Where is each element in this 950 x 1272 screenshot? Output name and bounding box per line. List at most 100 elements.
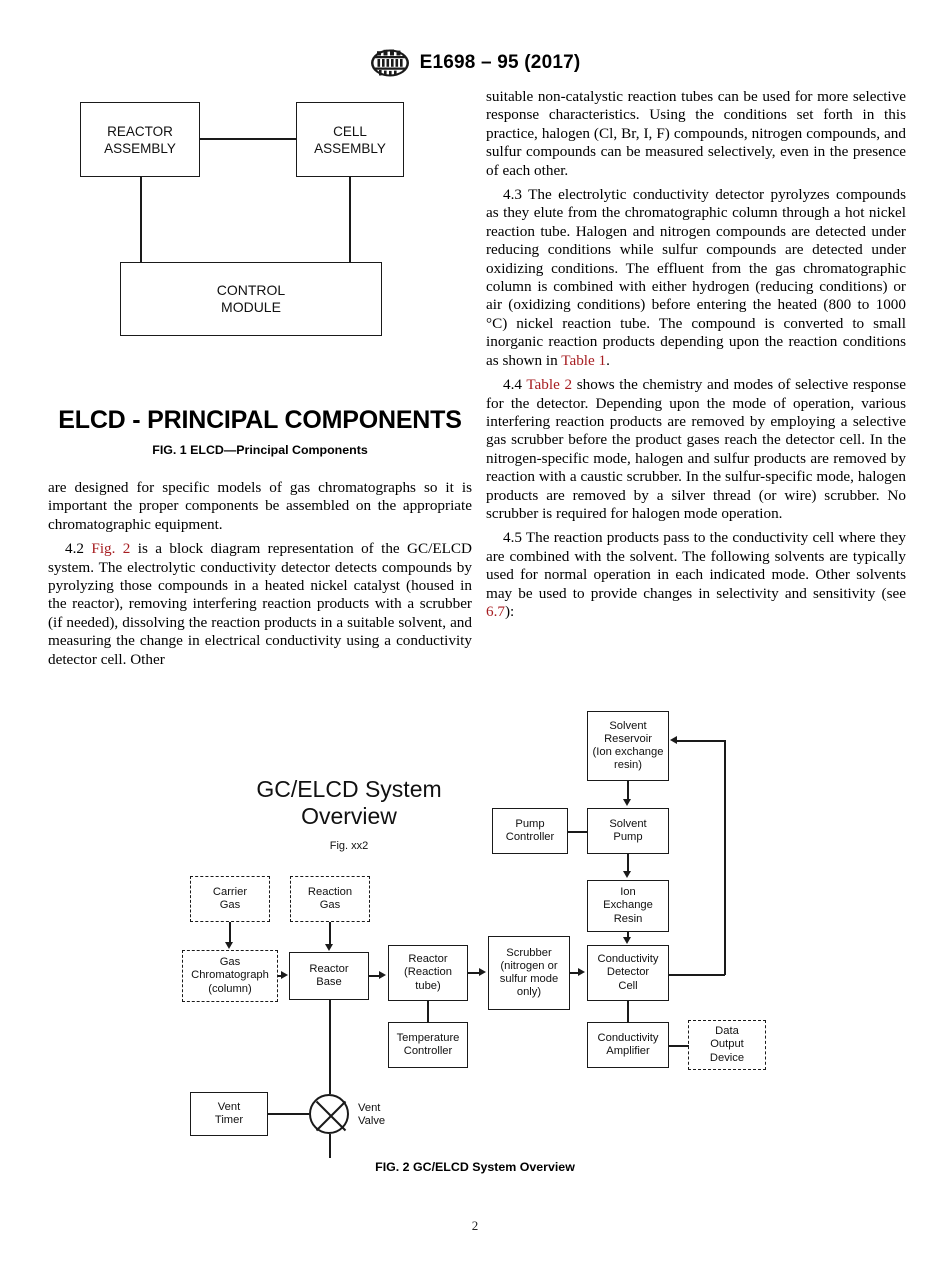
fig1-connector-reactor-to-control — [140, 177, 142, 262]
vent-valve-x-icon — [315, 1100, 347, 1132]
fig2-arrow-gc-to-reactor-base — [281, 971, 288, 979]
vent-valve-icon — [309, 1094, 349, 1134]
fig2-data-output-device-label: Data Output Device — [709, 1025, 745, 1064]
fig2-conn-pump-to-resin — [627, 854, 629, 872]
fig2-arrow-reaction-gas-to-reactor-base — [325, 944, 333, 951]
body-text-run: ): — [504, 602, 515, 620]
fig2-box-solvent-reservoir: Solvent Reservoir (Ion exchange resin) — [587, 711, 669, 781]
fig1-box-cell-assembly: CELL ASSEMBLY — [296, 102, 404, 177]
fig2-conn-amplifier-to-output — [669, 1045, 689, 1047]
fig2-conn-recycle-to-reservoir — [676, 740, 725, 742]
fig2-reactor-tube-label: Reactor (Reaction tube) — [404, 953, 452, 992]
body-text-run: 4.4 — [503, 376, 527, 394]
fig1-box-control-module: CONTROL MODULE — [120, 262, 382, 336]
page-header: E1698 – 95 (2017) — [0, 48, 950, 78]
fig1-connector-cell-to-control — [349, 177, 351, 262]
fig2-arrow-carrier-to-gc — [225, 942, 233, 949]
fig2-conn-cell-recycle-horizontal — [669, 974, 725, 976]
cross-reference-link[interactable]: Fig. 2 — [91, 540, 131, 558]
cross-reference-link[interactable]: Table 2 — [526, 376, 573, 394]
fig2-box-reactor-tube: Reactor (Reaction tube) — [388, 945, 468, 1001]
paragraph-4-4: 4.4 Table 2 shows the chemistry and mode… — [486, 376, 906, 523]
fig2-solvent-pump-label: Solvent Pump — [609, 817, 647, 843]
fig2-box-conductivity-detector-cell: Conductivity Detector Cell — [587, 945, 669, 1001]
fig2-conn-reservoir-to-pump — [627, 781, 629, 800]
fig2-box-pump-controller: Pump Controller — [492, 808, 568, 854]
paragraph-4-5: 4.5 The reaction products pass to the co… — [486, 529, 906, 621]
fig2-carrier-gas-label: Carrier Gas — [212, 885, 248, 911]
fig2-conn-scrubber-to-cell — [570, 972, 581, 974]
body-text-run: 4.3 The electrolytic conductivity detect… — [486, 186, 906, 369]
fig2-arrow-scrubber-to-cell — [578, 968, 585, 976]
body-text-run: . — [606, 351, 610, 369]
fig2-box-ion-exchange-resin: Ion Exchange Resin — [587, 880, 669, 932]
figure-1-title: ELCD - PRINCIPAL COMPONENTS — [58, 406, 462, 434]
left-column: REACTOR ASSEMBLY CELL ASSEMBLY CONTROL M… — [48, 88, 472, 675]
fig2-gas-chromatograph-label: Gas Chromatograph (column) — [191, 956, 269, 995]
fig2-arrow-recycle-to-reservoir — [670, 736, 677, 744]
body-text-run: is a block diagram representation of the… — [48, 540, 473, 668]
fig2-arrow-reactor-base-to-tube — [379, 971, 386, 979]
fig2-solvent-reservoir-label: Solvent Reservoir (Ion exchange resin) — [592, 719, 664, 772]
fig2-pump-controller-label: Pump Controller — [505, 817, 555, 843]
fig2-arrow-reservoir-to-pump — [623, 799, 631, 806]
body-text-run: 4.5 The reaction products pass to the co… — [486, 529, 906, 602]
fig2-box-vent-timer: Vent Timer — [190, 1092, 268, 1136]
figure-2-diagram: GC/ELCD System Overview Fig. xx2 Carrier… — [48, 700, 902, 1200]
fig2-reactor-base-label: Reactor Base — [309, 962, 349, 988]
paragraph-4-3: 4.3 The electrolytic conductivity detect… — [486, 186, 906, 370]
fig2-vent-timer-label: Vent Timer — [214, 1100, 244, 1126]
body-text-run: shows the chemistry and modes of selecti… — [486, 376, 906, 522]
body-text-run: suitable non-catalystic reaction tubes c… — [486, 88, 906, 179]
paragraph-4-2: 4.2 Fig. 2 is a block diagram representa… — [48, 540, 472, 669]
cross-reference-link[interactable]: 6.7 — [486, 602, 505, 620]
fig2-conn-reactor-base-to-tube — [369, 975, 381, 977]
fig2-arrow-reactor-tube-to-scrubber — [479, 968, 486, 976]
fig2-box-gas-chromatograph: Gas Chromatograph (column) — [182, 950, 278, 1002]
fig2-conn-reaction-gas-to-reactor-base — [329, 922, 331, 945]
fig2-box-data-output-device: Data Output Device — [688, 1020, 766, 1070]
fig2-conn-reactor-base-to-vent-valve — [329, 1000, 331, 1094]
fig2-conductivity-amplifier-label: Conductivity Amplifier — [597, 1031, 659, 1057]
fig2-ion-exchange-resin-label: Ion Exchange Resin — [603, 886, 653, 925]
fig2-conn-pump-controller-to-pump — [568, 831, 588, 833]
fig1-box-reactor-assembly: REACTOR ASSEMBLY — [80, 102, 200, 177]
fig2-box-scrubber: Scrubber (nitrogen or sulfur mode only) — [488, 936, 570, 1010]
fig2-conductivity-detector-cell-label: Conductivity Detector Cell — [597, 953, 659, 992]
fig2-arrow-resin-to-cell — [623, 937, 631, 944]
fig2-conn-vent-valve-outlet — [329, 1134, 331, 1158]
fig2-box-carrier-gas: Carrier Gas — [190, 876, 270, 922]
figure-2-inner-title: GC/ELCD System Overview — [256, 776, 442, 829]
fig1-control-module-label: CONTROL MODULE — [216, 282, 286, 315]
fig2-conn-reactor-tube-to-scrubber — [468, 972, 481, 974]
cross-reference-link[interactable]: Table 1 — [561, 351, 607, 369]
fig2-conn-reactor-tube-to-temp-controller — [427, 1001, 429, 1022]
fig2-box-solvent-pump: Solvent Pump — [587, 808, 669, 854]
astm-logo-icon — [370, 49, 409, 77]
figure-2-inner-subtitle: Fig. xx2 — [329, 840, 369, 852]
fig2-temperature-controller-label: Temperature Controller — [396, 1031, 460, 1057]
fig1-reactor-assembly-label: REACTOR ASSEMBLY — [104, 123, 176, 156]
fig2-box-reactor-base: Reactor Base — [289, 952, 369, 1000]
figure-1-caption: FIG. 1 ELCD—Principal Components — [152, 443, 368, 457]
fig2-box-conductivity-amplifier: Conductivity Amplifier — [587, 1022, 669, 1068]
fig1-connector-reactor-to-cell — [200, 138, 296, 140]
page-number: 2 — [471, 1218, 479, 1233]
right-column: suitable non-catalystic reaction tubes c… — [486, 88, 906, 627]
fig2-conn-carrier-to-gc — [229, 922, 231, 943]
fig2-box-reaction-gas: Reaction Gas — [290, 876, 370, 922]
standard-designation: E1698 – 95 (2017) — [419, 52, 581, 73]
paragraph-continued-right: suitable non-catalystic reaction tubes c… — [486, 88, 906, 180]
fig2-vent-valve-label: Vent Valve — [358, 1102, 386, 1128]
fig2-conn-cell-recycle-vertical — [724, 740, 726, 975]
fig1-cell-assembly-label: CELL ASSEMBLY — [314, 123, 386, 156]
fig2-conn-cell-to-amplifier — [627, 1001, 629, 1022]
fig2-reaction-gas-label: Reaction Gas — [307, 885, 353, 911]
fig2-conn-resin-to-cell — [627, 932, 629, 938]
fig2-arrow-pump-to-resin — [623, 871, 631, 878]
fig2-scrubber-label: Scrubber (nitrogen or sulfur mode only) — [499, 946, 559, 999]
fig2-box-temperature-controller: Temperature Controller — [388, 1022, 468, 1068]
paragraph-continued: are designed for specific models of gas … — [48, 479, 472, 534]
figure-2-caption: FIG. 2 GC/ELCD System Overview — [375, 1160, 575, 1174]
body-text-run: 4.2 — [65, 540, 92, 558]
